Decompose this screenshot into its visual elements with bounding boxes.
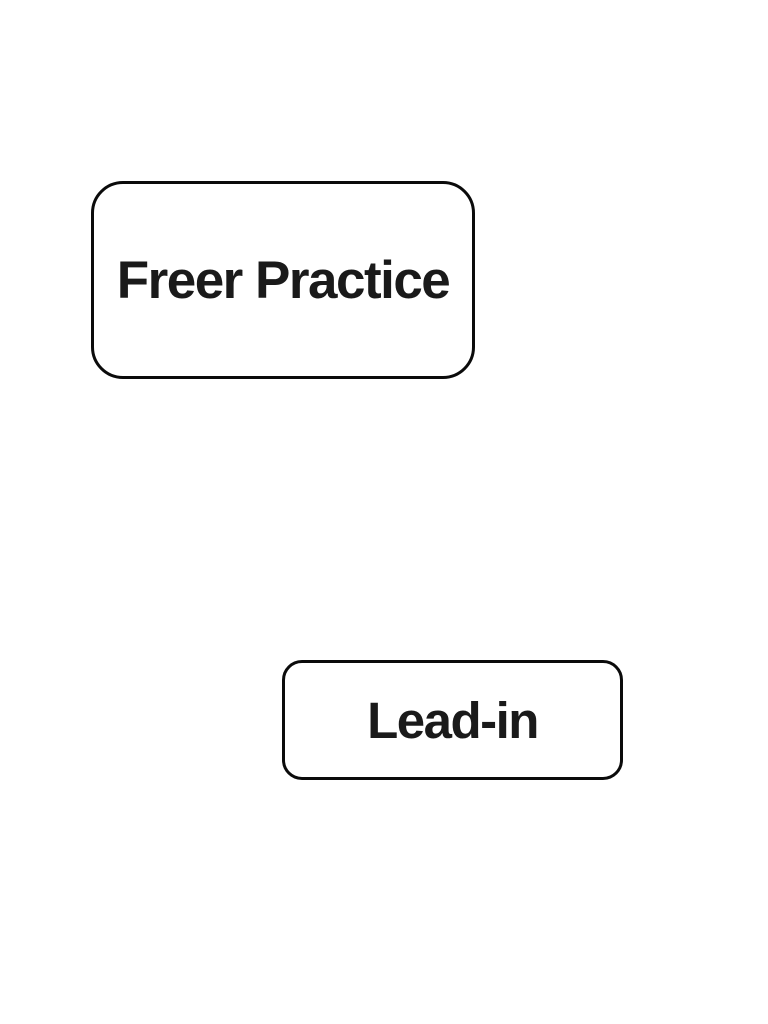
stage-box-freer-practice[interactable]: Freer Practice: [91, 181, 475, 379]
stage-label-freer-practice: Freer Practice: [116, 250, 451, 310]
stage-box-lead-in[interactable]: Lead-in: [282, 660, 623, 780]
stage-label-lead-in: Lead-in: [367, 691, 539, 749]
